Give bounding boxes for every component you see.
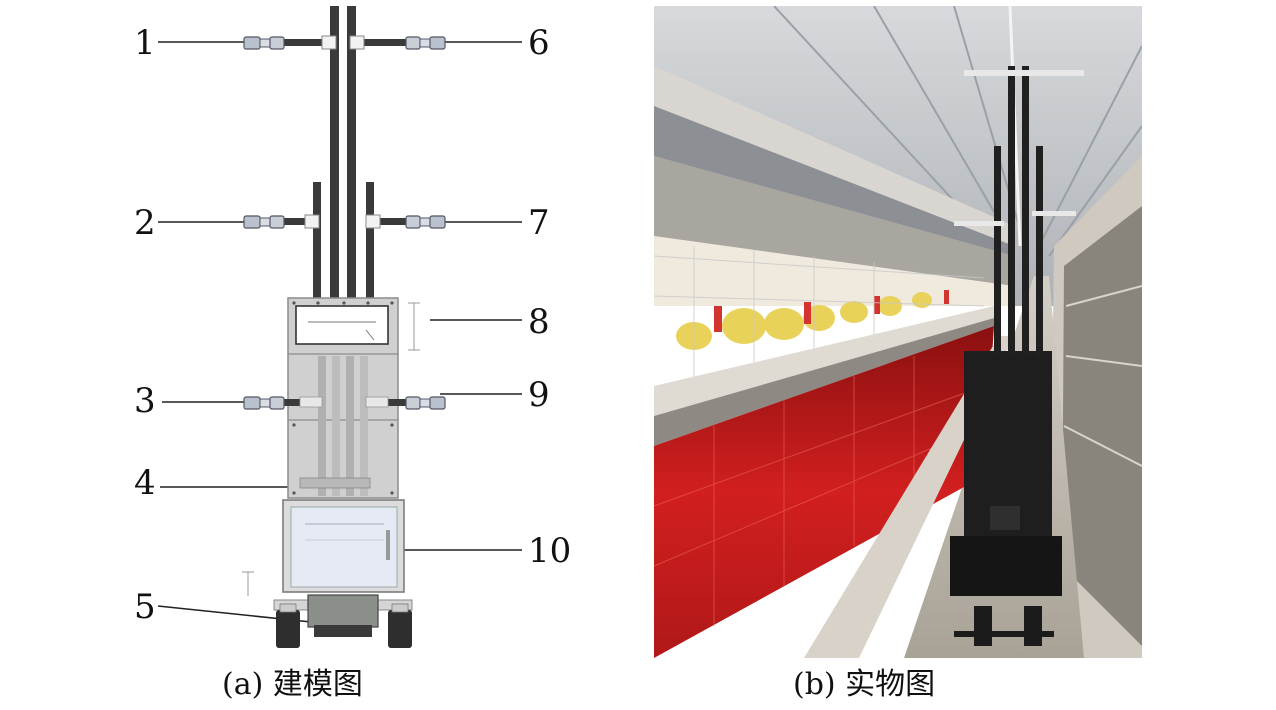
label-4: 4 [134, 463, 156, 503]
label-7: 7 [528, 203, 550, 243]
chassis [273, 594, 413, 648]
wheel-right [388, 610, 412, 648]
camera-arms-mid [243, 396, 446, 410]
camera-1 [243, 36, 285, 50]
label-9: 9 [528, 375, 550, 415]
label-10: 10 [528, 531, 572, 571]
label-3: 3 [134, 381, 156, 421]
label-5: 5 [134, 587, 156, 627]
wheel-left [276, 610, 300, 648]
camera-3 [243, 396, 285, 410]
camera-7 [405, 215, 446, 229]
robot-in-photo [950, 66, 1084, 646]
main-rod-right [347, 6, 356, 301]
leader-lines [157, 41, 522, 626]
vertical-rods [313, 6, 374, 301]
camera-6 [405, 36, 446, 50]
label-8: 8 [528, 302, 550, 342]
label-6: 6 [528, 23, 550, 63]
robot-model-diagram [157, 6, 522, 648]
label-2: 2 [134, 203, 156, 243]
robot-photo [654, 6, 1142, 658]
label-1: 1 [134, 23, 156, 63]
short-rod-right [366, 182, 374, 300]
caption-photo: (b) 实物图 [793, 667, 936, 702]
photo-illustration [654, 6, 1142, 658]
camera-2 [243, 215, 285, 229]
caption-model: (a) 建模图 [222, 667, 363, 702]
control-cabinet [242, 499, 405, 596]
camera-9 [405, 396, 446, 410]
camera-arms [243, 35, 446, 229]
short-rod-left [313, 182, 321, 300]
main-rod-left [330, 6, 339, 301]
